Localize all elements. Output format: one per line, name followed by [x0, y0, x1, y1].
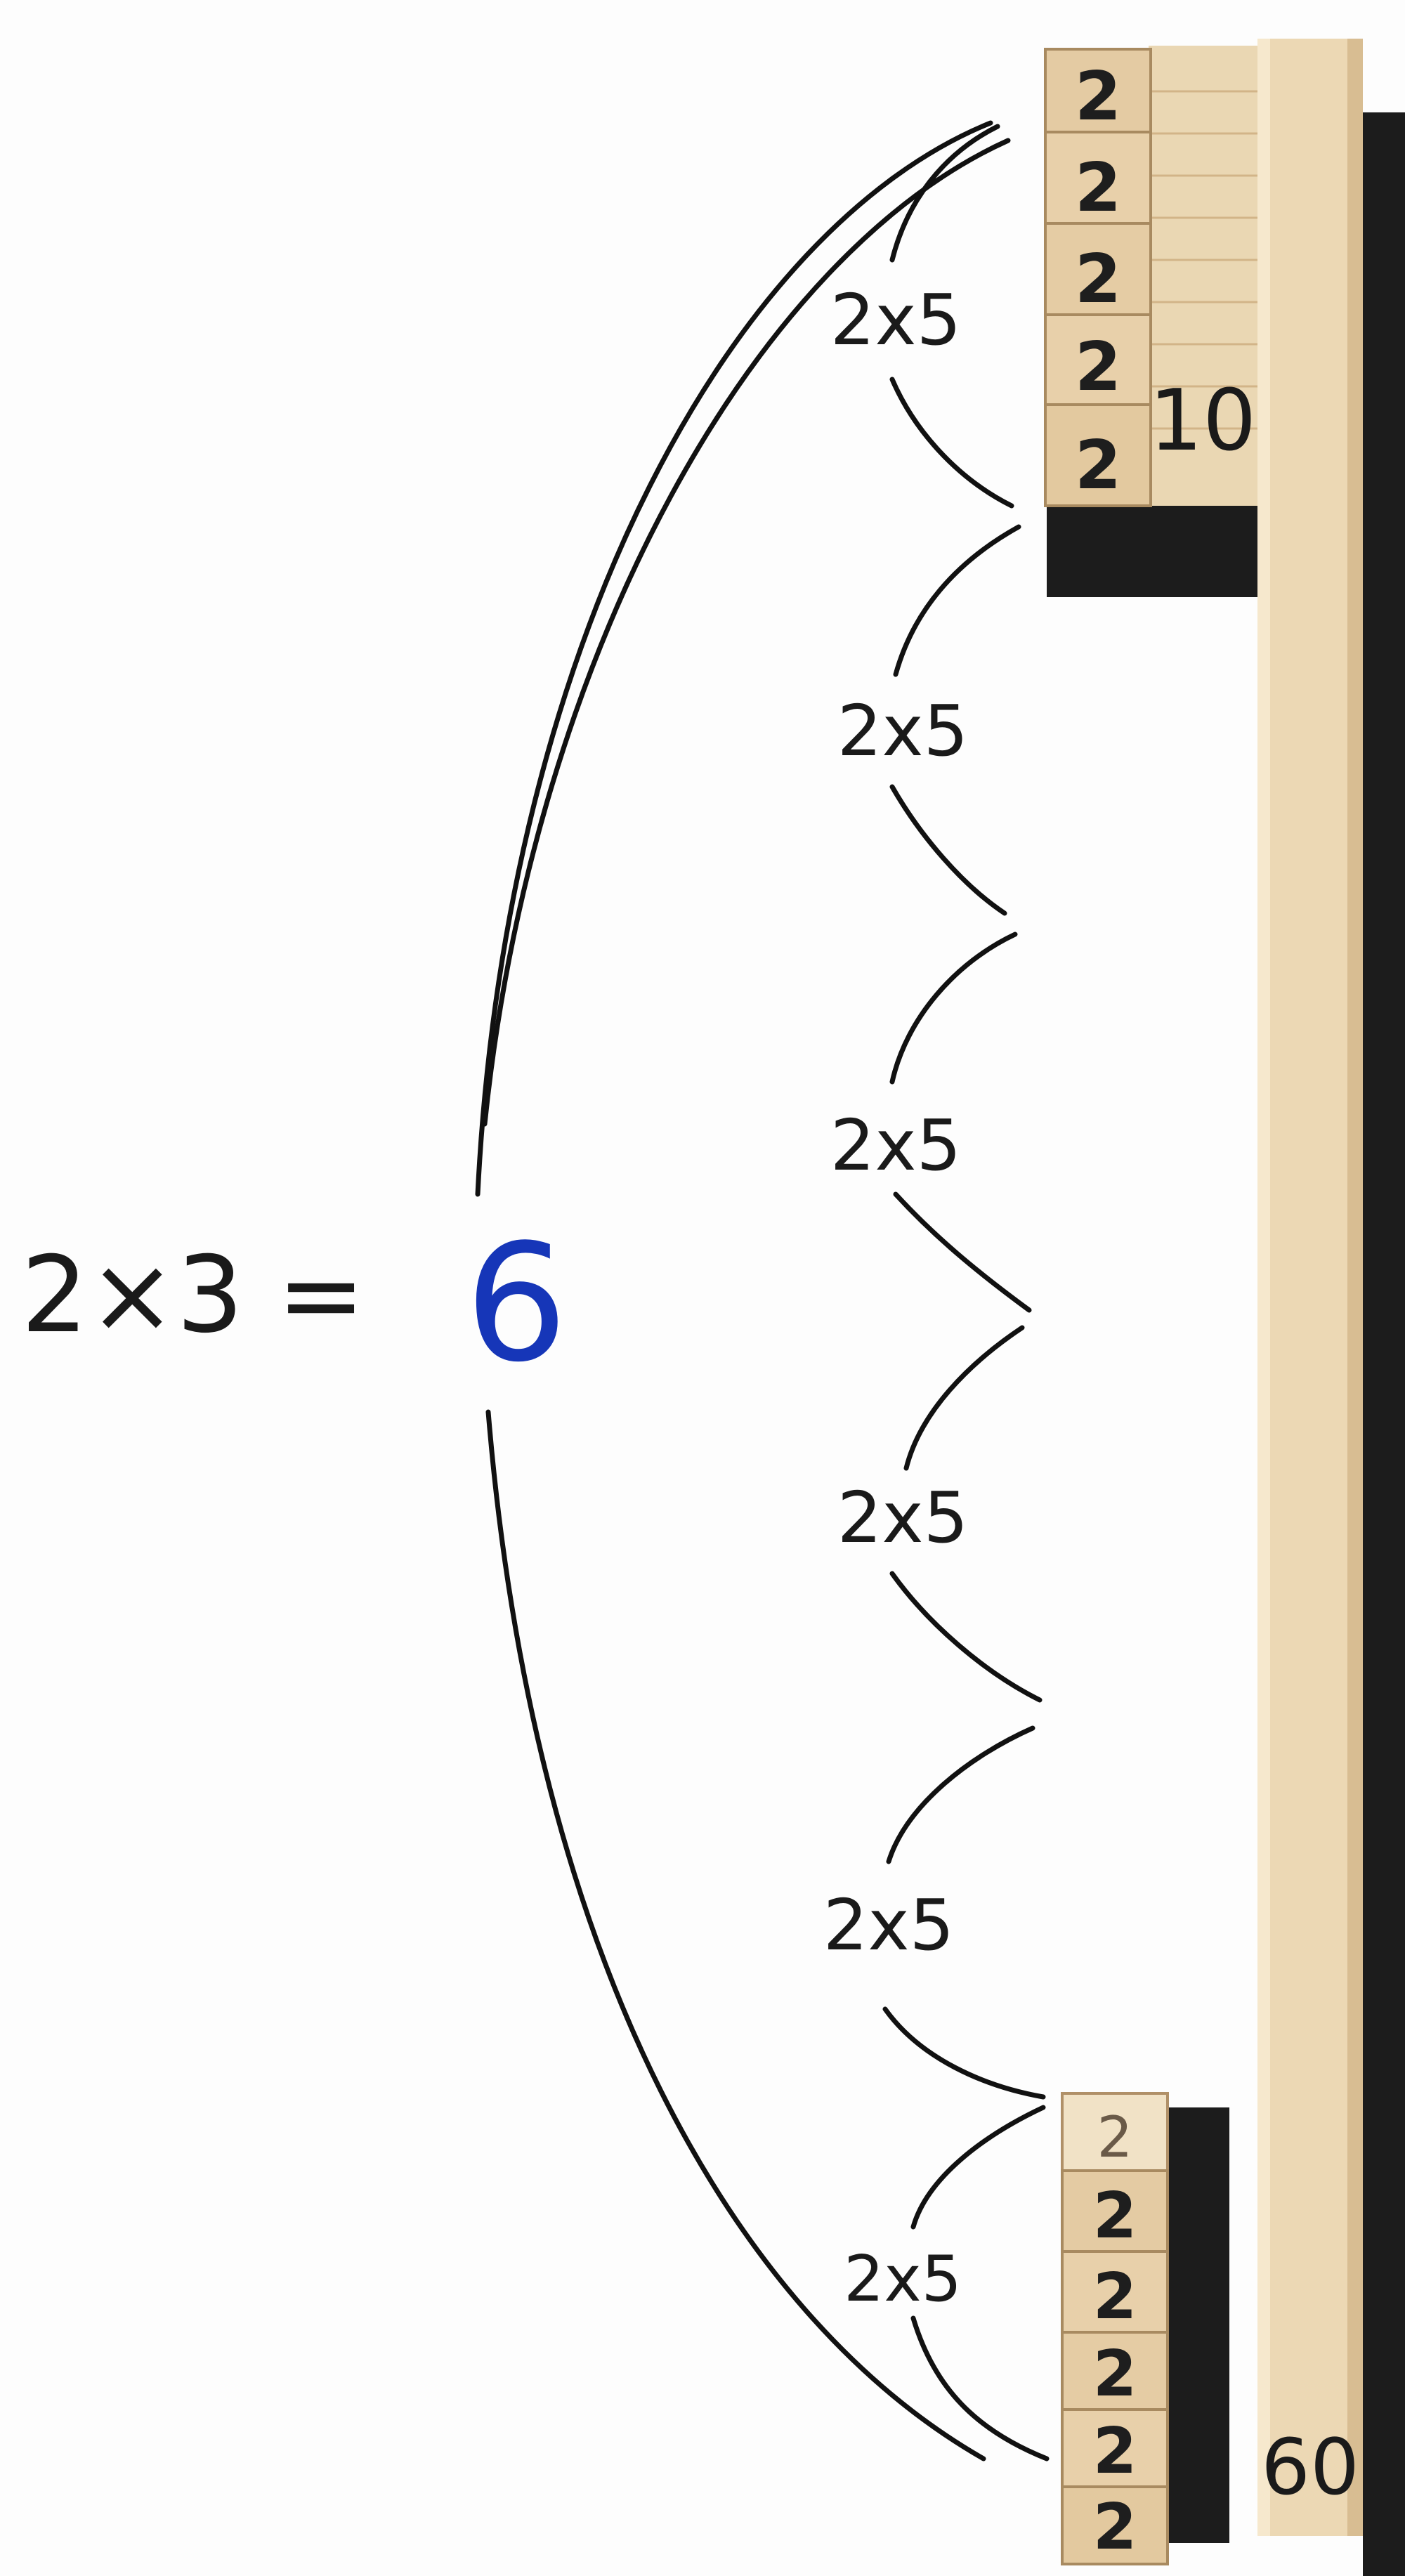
ten-rod-lines	[1152, 90, 1257, 430]
group-label-2: 2x5	[837, 690, 968, 772]
group-label-6: 2x5	[844, 2242, 962, 2316]
bottom-block-4: 2	[1061, 2408, 1169, 2488]
svg-text:2: 2	[1075, 427, 1121, 504]
bottom-block-5: 2	[1061, 2485, 1169, 2565]
group-label-3: 2x5	[830, 1104, 961, 1186]
svg-text:2: 2	[1097, 2105, 1133, 2170]
svg-text:2: 2	[1093, 2179, 1137, 2253]
bottom-block-3: 2	[1061, 2331, 1169, 2411]
svg-text:2: 2	[1075, 58, 1121, 136]
group-brackets	[882, 124, 1050, 2461]
bottom-block-1: 2	[1061, 2169, 1169, 2253]
equation-result: 6	[465, 1210, 568, 1398]
group-label-4: 2x5	[837, 1477, 968, 1559]
top-stack-shadow	[1047, 506, 1257, 597]
svg-text:2: 2	[1075, 329, 1121, 406]
top-block-0: 2	[1044, 48, 1152, 136]
top-stack: 10 2 2 2 2 2	[1044, 46, 1257, 597]
outer-bracket	[475, 120, 1011, 2461]
long-rod: 60	[1257, 39, 1405, 2576]
group-label-1: 2x5	[830, 279, 961, 361]
svg-text:2: 2	[1093, 2414, 1137, 2488]
group-label-5: 2x5	[823, 1884, 954, 1966]
equation: 2×3 = 6	[21, 1210, 568, 1398]
long-rod-label: 60	[1261, 2422, 1359, 2512]
svg-text:2: 2	[1075, 150, 1121, 227]
long-rod-body	[1257, 39, 1363, 2536]
long-rod-highlight	[1257, 39, 1270, 2536]
bottom-stack: 2 2 2 2 2 2	[1061, 2092, 1229, 2565]
svg-text:2: 2	[1075, 241, 1121, 318]
bottom-block-0: 2	[1061, 2092, 1169, 2172]
long-rod-shadow	[1363, 112, 1405, 2576]
svg-text:2: 2	[1093, 2490, 1137, 2564]
bottom-block-2: 2	[1061, 2250, 1169, 2334]
top-block-2: 2	[1044, 222, 1152, 318]
bottom-stack-shadow	[1166, 2107, 1229, 2543]
group-labels: 2x5 2x5 2x5 2x5 2x5 2x5	[823, 279, 968, 2316]
top-block-4: 2	[1044, 403, 1152, 507]
equation-left: 2×3 =	[21, 1234, 365, 1356]
top-block-3: 2	[1044, 313, 1152, 406]
top-block-1: 2	[1044, 131, 1152, 227]
ten-rod-label: 10	[1149, 372, 1257, 470]
long-rod-edge	[1347, 39, 1363, 2536]
svg-text:2: 2	[1093, 2337, 1137, 2411]
svg-text:2: 2	[1093, 2260, 1137, 2334]
